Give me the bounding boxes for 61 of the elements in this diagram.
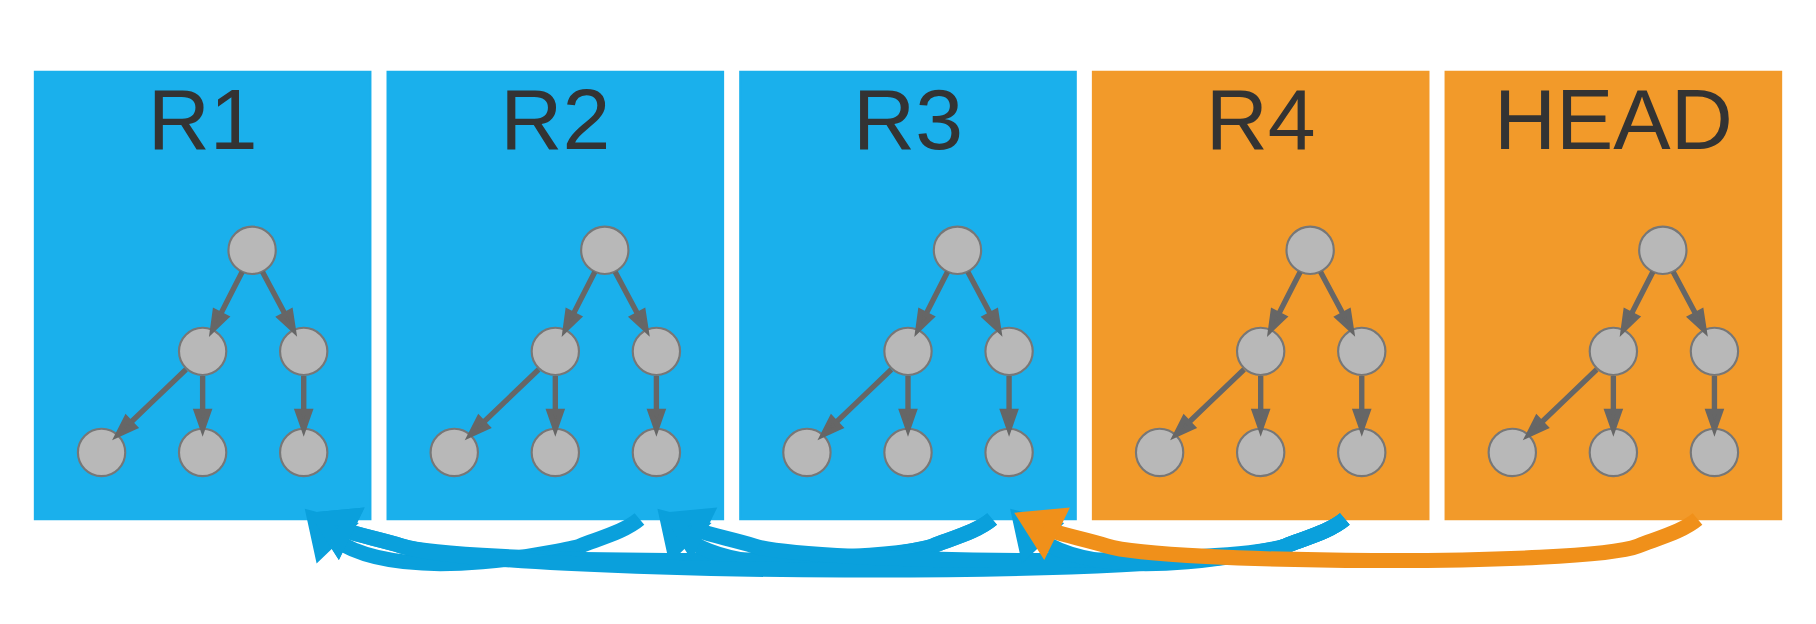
arrow (1603, 375, 1624, 437)
node-circle (1285, 225, 1335, 275)
node-circle (631, 326, 682, 376)
node-circle (1689, 427, 1740, 477)
node-circle (279, 427, 329, 477)
cluster: HEAD (1444, 70, 1783, 520)
arrow (1670, 270, 1708, 337)
node-circle (177, 427, 228, 477)
node-circle (1638, 225, 1688, 275)
arrow (1522, 367, 1599, 440)
arrow (1014, 507, 1702, 568)
node-circle (1134, 427, 1185, 477)
cluster: R3 (739, 70, 1077, 520)
node-circle (227, 225, 277, 275)
arrow (817, 367, 894, 440)
arrow (112, 367, 188, 440)
arrow (1704, 375, 1725, 437)
node-circle (580, 225, 630, 275)
node-circle (883, 427, 933, 477)
arrow (1351, 375, 1372, 437)
node-circle (279, 326, 329, 376)
node-circle (1235, 326, 1286, 376)
arrow (1318, 270, 1356, 337)
arrow (464, 367, 541, 440)
node-circle (984, 326, 1034, 376)
node-circle (1487, 427, 1537, 477)
node-circle (1337, 326, 1387, 376)
arrow (260, 270, 298, 337)
arrow (1250, 375, 1271, 437)
node-circle (76, 427, 127, 477)
node-circle (631, 427, 682, 477)
node-circle (932, 225, 983, 275)
arrow (999, 375, 1019, 437)
node-circle (1235, 427, 1286, 477)
arrow (1619, 270, 1656, 337)
node-circle (177, 326, 228, 376)
node-circle (1588, 427, 1639, 477)
node-circle (530, 427, 581, 477)
arrow (646, 375, 667, 437)
arrow (561, 270, 598, 337)
node-circle (1689, 326, 1740, 376)
cluster: R2 (386, 70, 725, 520)
node-circle (782, 427, 832, 477)
arrow (192, 375, 213, 437)
arrow (612, 270, 650, 337)
node-circle (1588, 326, 1639, 376)
arrow (1170, 367, 1246, 440)
node-circle (984, 427, 1034, 477)
cluster: R4 (1091, 70, 1430, 520)
node-circle (530, 326, 581, 376)
arrow (965, 270, 1003, 337)
arrow (545, 375, 566, 437)
cluster: R1 (33, 70, 372, 520)
arrow (898, 375, 918, 437)
node-circle (429, 427, 479, 477)
arrow (1266, 270, 1303, 337)
arrow (914, 270, 950, 337)
arrow (293, 375, 314, 437)
node-circle (883, 326, 933, 376)
arrow (208, 270, 245, 337)
node-circle (1337, 427, 1387, 477)
